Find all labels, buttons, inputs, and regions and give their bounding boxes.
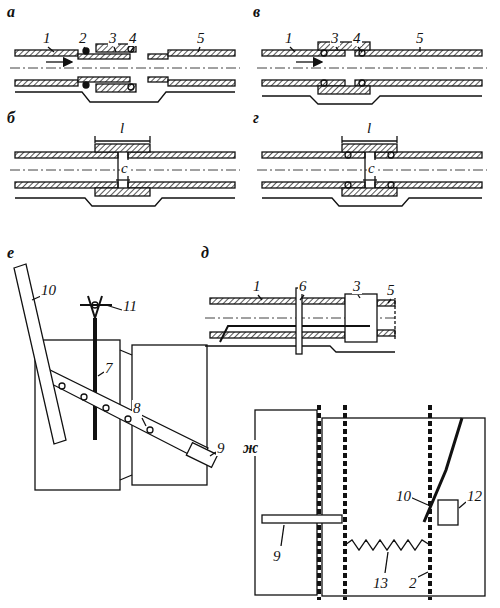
callout-number: 2 bbox=[78, 30, 88, 46]
panel-letter: а bbox=[6, 4, 16, 20]
callout-number: 1 bbox=[42, 30, 52, 46]
callout-number: 9 bbox=[216, 440, 226, 456]
callout-number: 5 bbox=[415, 30, 425, 46]
callout-number: 6 bbox=[298, 278, 308, 294]
callout-number: 3 bbox=[330, 30, 340, 46]
panel-letter: г bbox=[252, 110, 260, 126]
panel-letter: д bbox=[200, 245, 210, 261]
callout-number: l bbox=[366, 120, 372, 136]
callout-number: 3 bbox=[108, 30, 118, 46]
callout-number: 12 bbox=[466, 488, 483, 504]
panel-letter: в bbox=[252, 4, 261, 20]
callout-number: 7 bbox=[104, 360, 114, 376]
callout-number: c bbox=[120, 160, 129, 176]
callout-number: l bbox=[119, 120, 125, 136]
callout-number: 5 bbox=[386, 282, 396, 298]
callout-number: 13 bbox=[372, 575, 389, 591]
callout-number: 11 bbox=[122, 298, 138, 314]
panel-letter: б bbox=[6, 110, 16, 126]
callout-number: 10 bbox=[40, 282, 57, 298]
callout-number: 4 bbox=[352, 30, 362, 46]
callout-number: 9 bbox=[272, 548, 282, 564]
callout-number: 10 bbox=[395, 488, 412, 504]
panel-letter: е bbox=[6, 245, 15, 261]
callout-number: 3 bbox=[352, 278, 362, 294]
callout-number: 4 bbox=[128, 30, 138, 46]
callout-number: 1 bbox=[252, 278, 262, 294]
panel-letter: ж bbox=[242, 440, 259, 456]
callout-number: 8 bbox=[132, 400, 142, 416]
callout-number: 1 bbox=[284, 30, 294, 46]
callout-number: c bbox=[367, 160, 376, 176]
callout-number: 2 bbox=[408, 575, 418, 591]
callout-number: 5 bbox=[196, 30, 206, 46]
